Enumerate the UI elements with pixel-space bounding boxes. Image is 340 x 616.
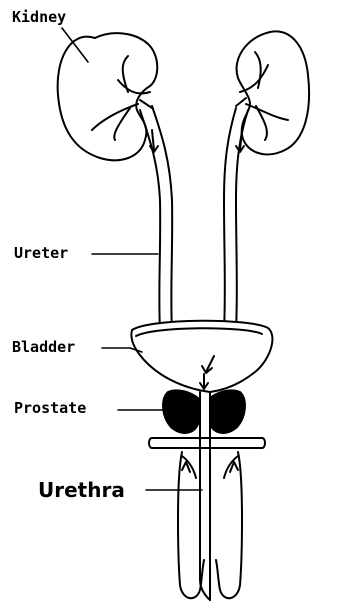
left-kidney xyxy=(58,33,158,160)
label-bladder: Bladder xyxy=(12,340,75,355)
label-urethra: Urethra xyxy=(38,480,125,500)
label-prostate: Prostate xyxy=(14,401,86,416)
right-kidney xyxy=(236,31,309,154)
horizontal-bar xyxy=(149,438,265,448)
urethra xyxy=(200,392,210,600)
label-ureter: Ureter xyxy=(14,246,68,261)
prostate xyxy=(163,390,245,433)
label-kidney: Kidney xyxy=(12,10,66,25)
bladder xyxy=(131,321,272,392)
